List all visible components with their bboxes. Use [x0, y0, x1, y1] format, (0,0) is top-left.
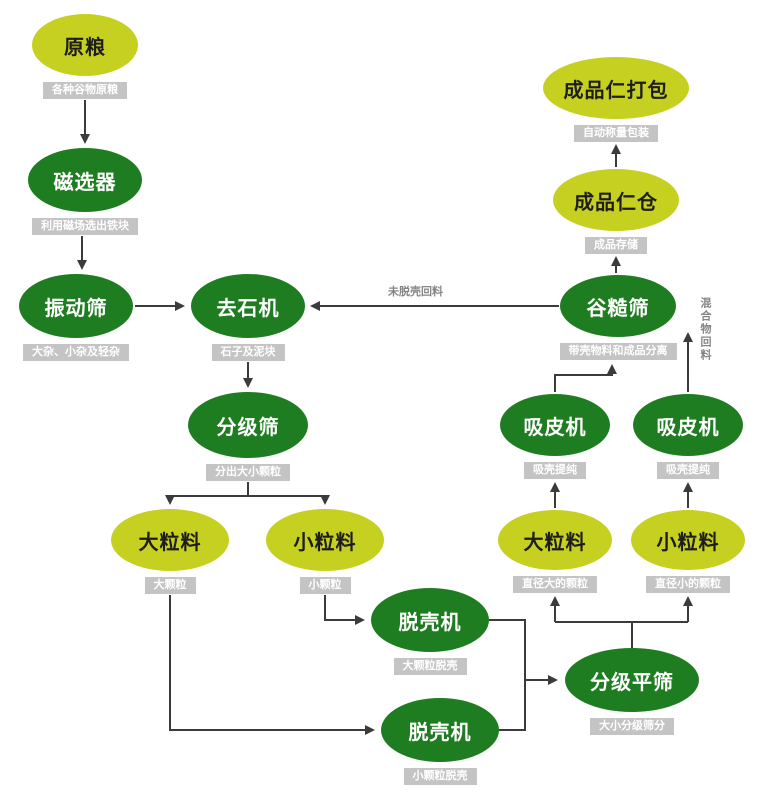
node-large-particles-right: 大粒料 直径大的颗粒	[498, 510, 612, 593]
node-dehuller-large-ellipse: 脱壳机	[371, 588, 489, 652]
node-finished-kernel-packing-ellipse: 成品仁打包	[543, 57, 689, 119]
node-small-particles-right: 小粒料 直径小的颗粒	[631, 510, 745, 593]
node-paddy-separator-ellipse: 谷糙筛	[560, 275, 676, 337]
node-raw-grain: 原粮 各种谷物原粮	[32, 14, 138, 99]
node-magnetic-separator: 磁选器 利用磁场选出铁块	[28, 148, 142, 235]
node-husk-aspirator-right: 吸皮机 吸壳提纯	[633, 394, 743, 479]
node-vibrating-screen: 振动筛 大杂、小杂及轻杂	[19, 274, 133, 361]
node-destoner: 去石机 石子及泥块	[191, 274, 305, 361]
edge-label-unhulled-return: 未脱壳回料	[388, 286, 443, 298]
node-finished-kernel-bin-sublabel: 成品存储	[585, 237, 647, 254]
node-small-particles-left: 小粒料 小颗粒	[266, 509, 384, 594]
node-large-particles-left-sublabel: 大颗粒	[144, 577, 196, 594]
node-small-particles-right-sublabel: 直径小的颗粒	[646, 576, 730, 593]
node-finished-kernel-packing-sublabel: 自动称量包装	[574, 125, 658, 142]
node-grading-screen-sublabel: 分出大小颗粒	[206, 464, 290, 481]
node-grading-flat-sieve-sublabel: 大小分级筛分	[590, 718, 674, 735]
node-grading-screen: 分级筛 分出大小颗粒	[188, 392, 308, 481]
node-dehuller-large: 脱壳机 大颗粒脱壳	[371, 588, 489, 675]
node-large-particles-right-ellipse: 大粒料	[498, 510, 612, 570]
node-dehuller-small-sublabel: 小颗粒脱壳	[403, 768, 477, 785]
node-small-particles-left-ellipse: 小粒料	[266, 509, 384, 571]
node-raw-grain-sublabel: 各种谷物原粮	[43, 82, 127, 99]
node-magnetic-separator-ellipse: 磁选器	[28, 148, 142, 212]
node-paddy-separator-sublabel: 带壳物料和成品分离	[559, 343, 677, 360]
node-vibrating-screen-sublabel: 大杂、小杂及轻杂	[23, 344, 129, 361]
edge-large-particles-left-to-dehuller-small	[169, 595, 375, 735]
edge-small-particles-left-to-dehuller-large	[324, 595, 365, 625]
edge-label-mixture-return: 混合物回料	[699, 297, 711, 362]
edge-dehuller-small-out	[499, 680, 526, 731]
node-husk-aspirator-left: 吸皮机 吸壳提纯	[500, 394, 610, 479]
node-grading-screen-ellipse: 分级筛	[188, 392, 308, 458]
node-destoner-ellipse: 去石机	[191, 274, 305, 338]
node-dehuller-small: 脱壳机 小颗粒脱壳	[381, 698, 499, 785]
node-husk-aspirator-left-sublabel: 吸壳提纯	[524, 462, 586, 479]
node-husk-aspirator-right-sublabel: 吸壳提纯	[657, 462, 719, 479]
node-dehuller-small-ellipse: 脱壳机	[381, 698, 499, 762]
node-finished-kernel-packing: 成品仁打包 自动称量包装	[543, 57, 689, 142]
node-grading-flat-sieve: 分级平筛 大小分级筛分	[565, 648, 699, 735]
node-finished-kernel-bin-ellipse: 成品仁仓	[553, 169, 679, 231]
node-large-particles-right-sublabel: 直径大的颗粒	[513, 576, 597, 593]
node-dehuller-large-sublabel: 大颗粒脱壳	[393, 658, 467, 675]
node-large-particles-left: 大粒料 大颗粒	[111, 509, 229, 594]
edge-husk-aspirator-left-to-paddy-separator	[554, 364, 617, 392]
node-destoner-sublabel: 石子及泥块	[211, 344, 285, 361]
node-magnetic-separator-sublabel: 利用磁场选出铁块	[32, 218, 138, 235]
node-vibrating-screen-ellipse: 振动筛	[19, 274, 133, 338]
node-husk-aspirator-right-ellipse: 吸皮机	[633, 394, 743, 456]
node-small-particles-left-sublabel: 小颗粒	[299, 577, 351, 594]
node-grading-flat-sieve-ellipse: 分级平筛	[565, 648, 699, 712]
node-small-particles-right-ellipse: 小粒料	[631, 510, 745, 570]
edge-dehuller-large-out	[489, 619, 526, 680]
node-paddy-separator: 谷糙筛 带壳物料和成品分离	[559, 275, 677, 360]
node-large-particles-left-ellipse: 大粒料	[111, 509, 229, 571]
node-husk-aspirator-left-ellipse: 吸皮机	[500, 394, 610, 456]
node-finished-kernel-bin: 成品仁仓 成品存储	[553, 169, 679, 254]
node-raw-grain-ellipse: 原粮	[32, 14, 138, 76]
